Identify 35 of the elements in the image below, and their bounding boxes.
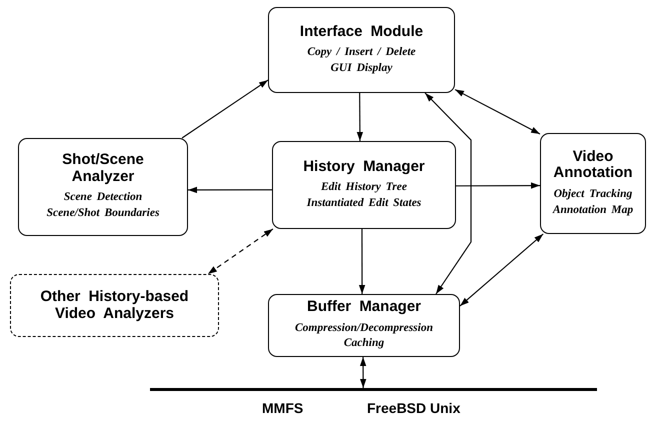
module-title: Buffer Manager: [306, 299, 422, 316]
arrow: [424, 92, 472, 294]
system-label: FreeBSD Unix: [367, 400, 460, 416]
function-text: Instantiated Edit States: [306, 196, 422, 211]
function-text: Edit History Tree: [321, 180, 407, 196]
arrow: [356, 93, 364, 141]
function-text: Scene/Shot Boundaries: [46, 206, 160, 221]
function-text: Compression/Decompression: [294, 320, 433, 336]
arrow: [360, 357, 366, 388]
function-text: GUI Display: [330, 60, 392, 76]
module-title: Shot/Scene Analyzer: [61, 152, 145, 186]
arrow: [456, 182, 540, 189]
module-box: [10, 274, 219, 337]
arrow: [460, 234, 544, 306]
module-box: [18, 138, 188, 236]
function-text: Scene Detection: [64, 190, 142, 206]
module-title: Interface Module: [300, 24, 424, 40]
module-title: Other History-based Video Analyzers: [39, 289, 190, 322]
arrow: [208, 228, 274, 274]
module-box: [272, 141, 456, 229]
arrow: [182, 80, 268, 138]
arrow: [188, 186, 272, 194]
function-text: Copy / Insert / Delete: [307, 45, 416, 60]
module-box: [540, 133, 646, 234]
arrow: [358, 229, 366, 294]
bus-line: [150, 388, 597, 391]
arrow: [454, 89, 540, 134]
function-text: Caching: [344, 336, 384, 352]
module-box: [268, 294, 460, 357]
function-text: Object Tracking: [554, 186, 632, 202]
module-box: [268, 7, 455, 93]
function-text: Annotation Map: [552, 202, 634, 218]
module-title: History Manager: [303, 158, 425, 176]
module-title: Video Annotation: [552, 148, 634, 182]
system-label: MMFS: [262, 400, 304, 416]
